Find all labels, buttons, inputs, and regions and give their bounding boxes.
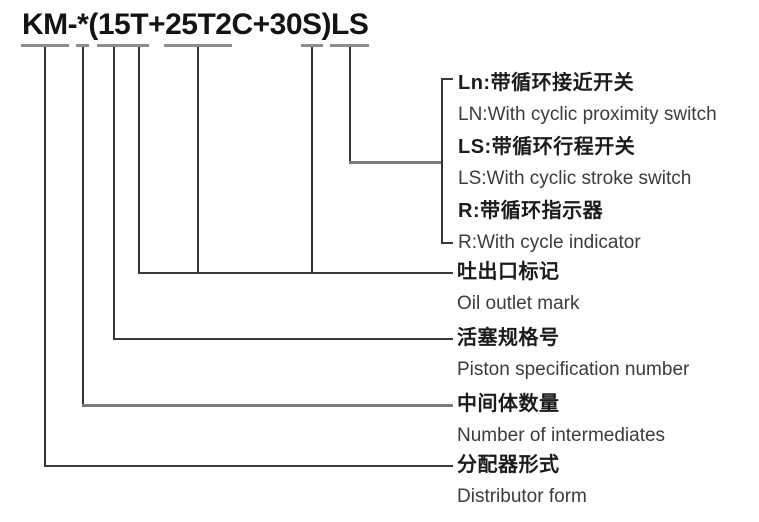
legend-en-0: LN:With cyclic proximity switch <box>458 104 717 125</box>
model-code-segment-text: C+30 <box>231 8 303 41</box>
model-code-segment-: ) <box>322 6 332 44</box>
part-label-cn-intermediates: 中间体数量 <box>457 393 560 415</box>
legend-cn-1: LS:带循环行程开关 <box>458 136 636 158</box>
model-code-segment-S: S <box>301 6 323 274</box>
model-code-segment-: + <box>148 6 166 44</box>
model-code-segment-text: KM <box>22 8 68 41</box>
drop-line-distributor <box>43 47 46 467</box>
model-code-segment-text: * <box>77 8 89 41</box>
connector-line-suffix <box>348 161 441 164</box>
suffix-bracket-line <box>441 78 443 244</box>
part-label-cn-distributor: 分配器形式 <box>457 454 560 476</box>
segment-underline <box>21 44 69 47</box>
model-code-segment-text: - <box>67 8 78 41</box>
model-code-segment-25T2: 25T2 <box>164 6 233 274</box>
drop-line-outlet <box>138 47 141 274</box>
part-label-en-intermediates: Number of intermediates <box>457 425 666 446</box>
part-label-cn-piston: 活塞规格号 <box>457 327 560 349</box>
connector-line-distributor <box>43 465 453 467</box>
part-label-en-outlet: Oil outlet mark <box>457 293 580 314</box>
model-code-segment-T: T <box>129 6 150 274</box>
connector-line-outlet <box>138 272 453 274</box>
connector-line-piston <box>113 338 453 340</box>
segment-underline <box>330 44 370 47</box>
segment-underline <box>96 44 132 47</box>
model-code-segment-KM: KM <box>21 6 69 467</box>
model-code-segment-text: ) <box>321 8 332 41</box>
legend-en-2: R:With cycle indicator <box>458 232 641 253</box>
legend-cn-2: R:带循环指示器 <box>458 200 604 222</box>
model-code-segment-text: 15 <box>97 8 131 41</box>
drop-line-suffix <box>348 47 351 164</box>
drop-line-outlet <box>197 47 200 274</box>
drop-line-piston <box>113 47 116 340</box>
drop-line-outlet <box>310 47 313 274</box>
model-code-segment-text: + <box>148 8 166 41</box>
suffix-bracket-bottom-tick <box>441 242 453 244</box>
part-label-en-piston: Piston specification number <box>457 359 690 380</box>
model-code-segment-15: 15 <box>96 6 132 340</box>
model-code-segment-text: S <box>302 8 322 41</box>
legend-en-1: LS:With cyclic stroke switch <box>458 168 692 189</box>
segment-underline <box>76 44 90 47</box>
connector-line-intermediates <box>81 404 453 407</box>
model-code-segment-text: 25T2 <box>165 8 232 41</box>
model-code-segment-C30: C+30 <box>231 6 302 44</box>
suffix-bracket-top-tick <box>441 78 453 80</box>
model-code-segment-text: LS <box>331 8 369 41</box>
model-code-segment-: - <box>68 6 78 44</box>
model-code-segment-: ( <box>88 6 98 44</box>
segment-underline <box>164 44 233 47</box>
model-code-segment-: * <box>76 6 90 407</box>
segment-underline <box>129 44 150 47</box>
legend-cn-0: Ln:带循环接近开关 <box>458 72 635 94</box>
model-code-segment-text: T <box>130 8 149 41</box>
part-label-en-distributor: Distributor form <box>457 486 587 507</box>
model-code-segment-text: ( <box>88 8 98 41</box>
drop-line-intermediates <box>81 47 84 407</box>
segment-underline <box>301 44 323 47</box>
part-label-cn-outlet: 吐出口标记 <box>457 261 560 283</box>
model-code-segment-LS: LS <box>330 6 370 164</box>
